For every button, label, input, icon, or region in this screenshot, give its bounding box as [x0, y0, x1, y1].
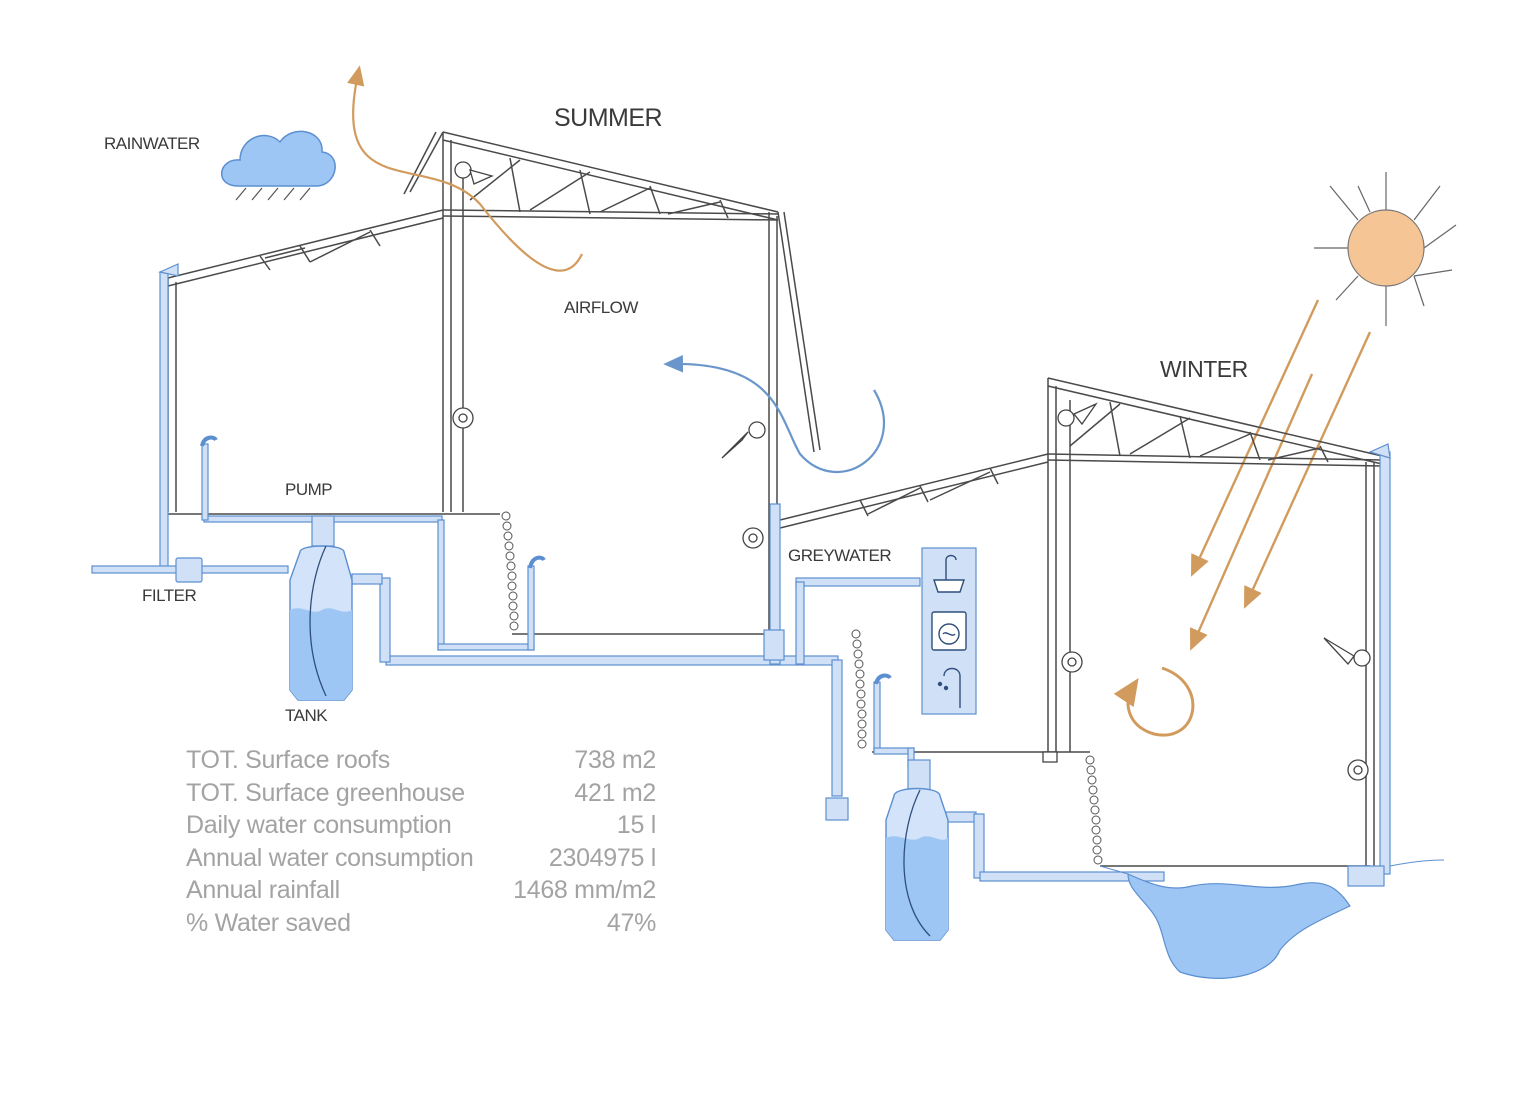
sun-icon [1314, 172, 1457, 326]
stat-value: 1468 mm/m2 [513, 876, 656, 905]
stat-label: Annual water consumption [186, 843, 474, 872]
tank-1 [289, 515, 353, 701]
pond [1127, 873, 1351, 979]
stat-value: 47% [606, 908, 656, 937]
stats-table: TOT. Surface roofs 738 m2 TOT. Surface g… [186, 744, 666, 940]
winter-airflow-cycle [1113, 666, 1195, 737]
summer-label: SUMMER [554, 104, 663, 132]
stat-label: % Water saved [186, 908, 351, 937]
tank-label: TANK [285, 706, 328, 725]
filter-icon [175, 557, 849, 821]
sink-icon [933, 554, 965, 593]
stat-value: 738 m2 [574, 746, 656, 774]
hose-chain [501, 511, 1103, 865]
stat-row: TOT. Surface roofs 738 m2 [186, 744, 666, 777]
filter-label: FILTER [142, 586, 197, 605]
airflow-label: AIRFLOW [564, 298, 638, 317]
cloud-icon [220, 130, 336, 201]
summer-airflow-in [663, 354, 886, 474]
pump-label: PUMP [285, 480, 333, 499]
sun-rays [1190, 299, 1372, 651]
rainwater-label: RAINWATER [104, 134, 200, 153]
stat-value: 15 l [616, 811, 656, 840]
stat-row: % Water saved 47% [186, 907, 666, 940]
winter-greenhouse-frame [779, 377, 1383, 867]
stat-label: Annual rainfall [186, 876, 340, 905]
summer-greenhouse-frame [167, 131, 821, 635]
greywater-label: GREYWATER [788, 546, 892, 565]
stat-row: Daily water consumption 15 l [186, 809, 666, 842]
stat-label: Daily water consumption [186, 811, 452, 840]
summer-airflow-out [347, 65, 583, 272]
greywater-panel [921, 547, 977, 715]
stat-label: TOT. Surface greenhouse [186, 778, 465, 807]
tank-2 [885, 759, 949, 941]
winter-label: WINTER [1160, 356, 1248, 382]
water-pipes [91, 263, 1391, 887]
stat-row: Annual rainfall 1468 mm/m2 [186, 874, 666, 907]
washing-machine-icon [931, 611, 967, 651]
fan-icon [452, 161, 1371, 781]
shower-icon [937, 667, 961, 708]
stat-label: TOT. Surface roofs [186, 746, 390, 774]
ground-line [1099, 859, 1445, 875]
stat-value: 2304975 l [548, 843, 656, 872]
stat-row: Annual water consumption 2304975 l [186, 842, 666, 875]
stat-row: TOT. Surface greenhouse 421 m2 [186, 777, 666, 810]
stat-value: 421 m2 [574, 778, 656, 807]
